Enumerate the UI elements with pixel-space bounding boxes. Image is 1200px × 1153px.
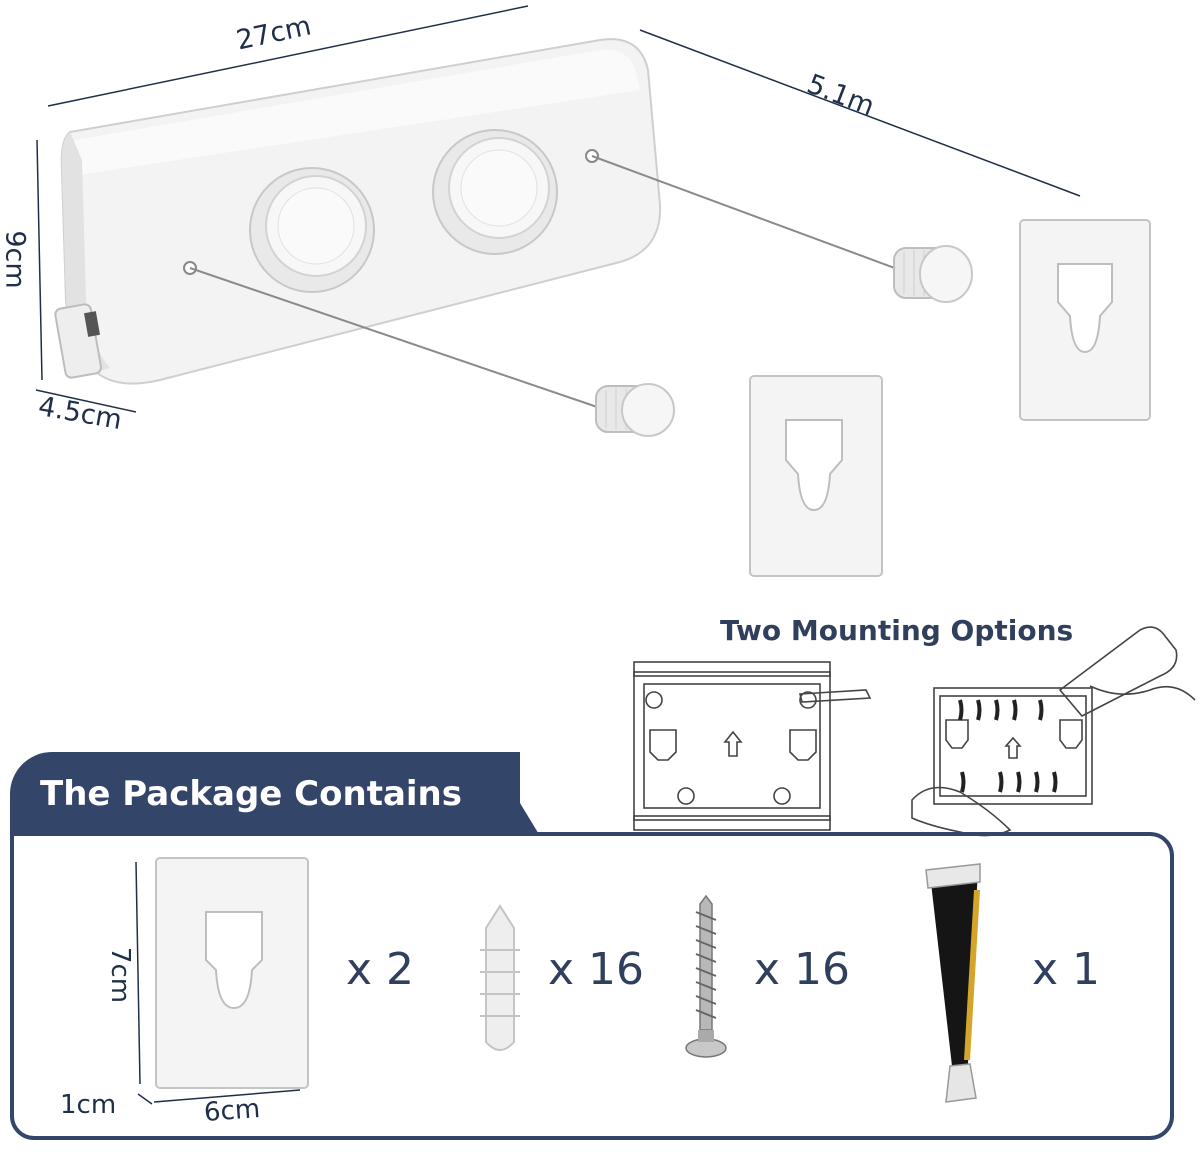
package-screw — [685, 894, 727, 1058]
left-dial — [249, 167, 375, 293]
glue-tube-quantity: x 1 — [1032, 944, 1101, 995]
wall-anchor-quantity: x 16 — [548, 944, 645, 995]
mounting-option-adhesive — [911, 626, 1196, 837]
wall-hook-left — [749, 375, 883, 577]
left-cable-knob — [595, 383, 675, 437]
wall-hook-right — [1019, 219, 1151, 421]
package-wall-anchor — [480, 904, 520, 1051]
right-cable — [591, 155, 901, 271]
depth-dimension-line — [35, 389, 137, 413]
width-dimension-line — [47, 5, 529, 107]
wall-plate-quantity: x 2 — [346, 944, 415, 995]
screw-quantity: x 16 — [754, 944, 851, 995]
length-dimension-line — [639, 29, 1081, 197]
package-header-tab — [10, 752, 520, 836]
plate-height-label: 7cm — [105, 946, 136, 1004]
mounting-options-title: Two Mounting Options — [720, 614, 1074, 647]
mounting-option-screws — [633, 661, 872, 831]
package-contents-box — [10, 832, 1174, 1140]
right-cable-knob — [893, 245, 973, 303]
plate-width-label: 6cm — [203, 1094, 262, 1128]
height-dimension-line — [36, 139, 43, 381]
left-cable — [189, 267, 607, 411]
side-lock — [54, 303, 103, 379]
package-title: The Package Contains — [40, 774, 462, 814]
package-glue-tube — [925, 863, 981, 1103]
right-dial — [432, 129, 558, 255]
plate-thickness-label: 1cm — [60, 1090, 117, 1120]
package-wall-plate — [135, 857, 309, 1105]
